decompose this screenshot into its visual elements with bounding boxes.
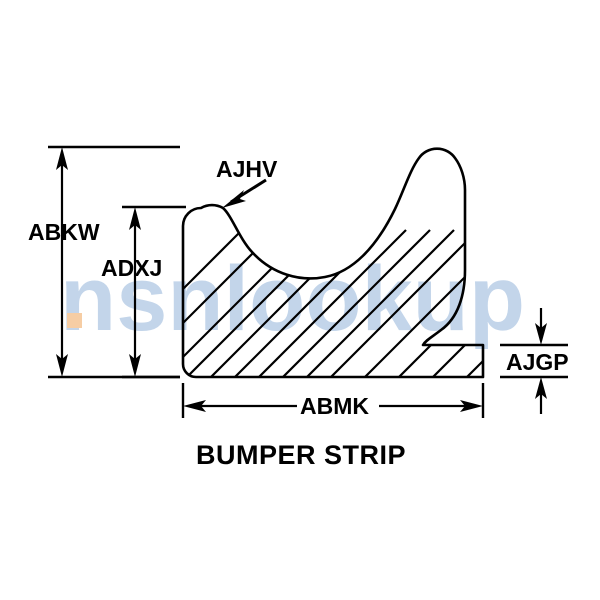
adxj-label: ADXJ xyxy=(101,255,162,281)
abkw-arrowhead-down xyxy=(56,354,68,377)
ajgp-arrowhead-down xyxy=(535,323,547,345)
figure-title: BUMPER STRIP xyxy=(196,440,406,470)
adxj-arrowhead-up xyxy=(129,207,141,230)
dimension-ajgp: AJGP xyxy=(500,308,569,414)
dimension-abkw: ABKW xyxy=(28,145,180,379)
dimension-adxj: ADXJ xyxy=(101,205,186,379)
abmk-label-backdrop xyxy=(297,390,379,420)
abkw-label: ABKW xyxy=(28,219,100,245)
abmk-arrowhead-left xyxy=(183,400,206,412)
watermark-group: nsnlookup xyxy=(60,248,525,350)
abmk-arrowhead-right xyxy=(460,400,483,412)
dimension-ajhv: AJHV xyxy=(216,156,278,208)
dimension-abmk: ABMK xyxy=(181,383,485,420)
ajhv-label: AJHV xyxy=(216,156,278,182)
ajgp-arrowhead-up xyxy=(535,377,547,399)
part-outline xyxy=(181,147,485,379)
watermark-accent-square xyxy=(67,313,82,328)
ajgp-label: AJGP xyxy=(506,349,569,375)
abkw-arrowhead-up xyxy=(56,147,68,170)
watermark-text: nsnlookup xyxy=(60,248,525,350)
adxj-arrowhead-down xyxy=(129,354,141,377)
abmk-label: ABMK xyxy=(300,393,369,419)
ajhv-arrowhead xyxy=(222,190,246,208)
